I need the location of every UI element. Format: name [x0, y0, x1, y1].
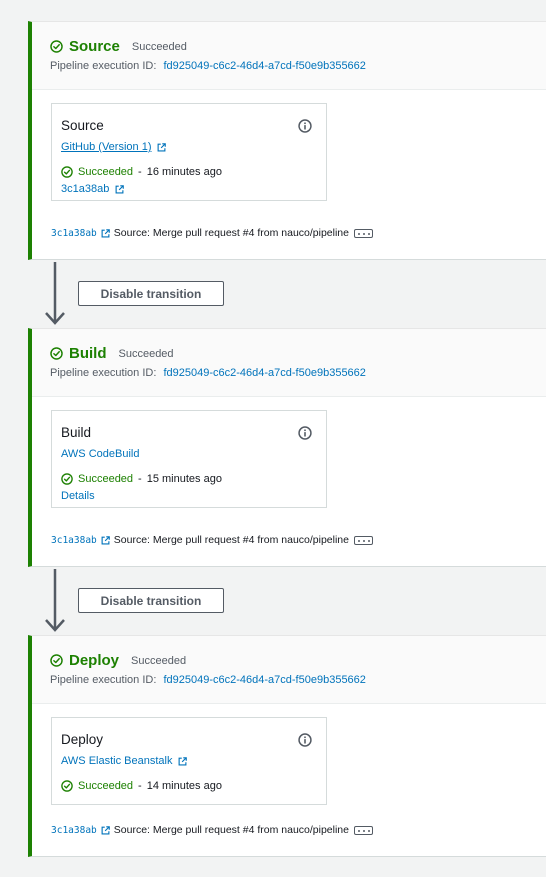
- provider-label: GitHub (Version 1): [61, 141, 152, 153]
- execution-id-row: Pipeline execution ID: fd925049-c6c2-46d…: [50, 674, 366, 686]
- success-check-icon: [61, 166, 73, 178]
- stage-build: Build Succeeded Pipeline execution ID: f…: [28, 328, 546, 567]
- stage-title-row: Deploy Succeeded: [50, 652, 186, 669]
- stage-name: Build: [69, 345, 107, 362]
- stage-header: Build Succeeded Pipeline execution ID: f…: [32, 329, 546, 397]
- action-name: Deploy: [61, 732, 104, 747]
- provider-label: AWS CodeBuild: [61, 448, 140, 460]
- execution-id-link[interactable]: fd925049-c6c2-46d4-a7cd-f50e9b355662: [163, 674, 366, 686]
- commit-message: Source: Merge pull request #4 from nauco…: [113, 534, 349, 546]
- separator: -: [138, 780, 142, 792]
- stage-name: Source: [69, 38, 120, 55]
- action-status-row: Succeeded - 16 minutes ago: [61, 166, 222, 178]
- stage-source: Source Succeeded Pipeline execution ID: …: [28, 21, 546, 260]
- action-status: Succeeded: [78, 166, 134, 178]
- stage-status: Succeeded: [131, 40, 187, 53]
- execution-id-link[interactable]: fd925049-c6c2-46d4-a7cd-f50e9b355662: [163, 60, 366, 72]
- action-name: Source: [61, 118, 104, 133]
- stage-status: Succeeded: [131, 654, 187, 667]
- provider-label: AWS Elastic Beanstalk: [61, 755, 173, 767]
- disable-transition-button[interactable]: Disable transition: [78, 588, 224, 613]
- action-time-ago: 14 minutes ago: [146, 780, 222, 792]
- stage-title-row: Source Succeeded: [50, 38, 187, 55]
- arrow-down-icon: [45, 569, 65, 632]
- commit-summary-row: 3c1a38ab Source: Merge pull request #4 f…: [51, 824, 373, 836]
- commit-summary-row: 3c1a38ab Source: Merge pull request #4 f…: [51, 534, 373, 546]
- commit-id-link[interactable]: 3c1a38ab: [51, 534, 97, 546]
- stage-deploy: Deploy Succeeded Pipeline execution ID: …: [28, 635, 546, 857]
- stage-title-row: Build Succeeded: [50, 345, 174, 362]
- external-link-icon: [101, 536, 110, 545]
- success-check-icon: [50, 40, 63, 53]
- success-check-icon: [50, 347, 63, 360]
- commit-message: Source: Merge pull request #4 from nauco…: [113, 824, 349, 836]
- action-status-row: Succeeded - 15 minutes ago: [61, 473, 222, 485]
- action-card-deploy: Deploy AWS Elastic Beanstalk Succeeded -…: [51, 717, 327, 805]
- commit-message: Source: Merge pull request #4 from nauco…: [113, 227, 349, 239]
- separator: -: [138, 166, 142, 178]
- action-status: Succeeded: [78, 473, 134, 485]
- more-icon[interactable]: [354, 535, 373, 545]
- stage-name: Deploy: [69, 652, 120, 669]
- more-icon[interactable]: [354, 228, 373, 238]
- details-link[interactable]: Details: [61, 490, 95, 502]
- external-link-icon: [178, 757, 187, 766]
- execution-id-link[interactable]: fd925049-c6c2-46d4-a7cd-f50e9b355662: [163, 367, 366, 379]
- transition-build-deploy: Disable transition: [0, 567, 546, 637]
- stage-header: Source Succeeded Pipeline execution ID: …: [32, 22, 546, 90]
- commit-summary-row: 3c1a38ab Source: Merge pull request #4 f…: [51, 227, 373, 239]
- success-check-icon: [61, 473, 73, 485]
- info-icon[interactable]: [298, 426, 312, 440]
- action-time-ago: 15 minutes ago: [146, 473, 222, 485]
- action-status-row: Succeeded - 14 minutes ago: [61, 780, 222, 792]
- execution-id-label: Pipeline execution ID:: [50, 367, 157, 379]
- provider-link[interactable]: GitHub (Version 1): [61, 141, 166, 153]
- separator: -: [138, 473, 142, 485]
- action-card-source: Source GitHub (Version 1) Succeeded - 16…: [51, 103, 327, 201]
- external-link-icon: [115, 185, 124, 194]
- disable-transition-button[interactable]: Disable transition: [78, 281, 224, 306]
- commit-link[interactable]: 3c1a38ab: [61, 183, 124, 195]
- execution-id-label: Pipeline execution ID:: [50, 60, 157, 72]
- external-link-icon: [157, 143, 166, 152]
- action-card-build: Build AWS CodeBuild Succeeded - 15 minut…: [51, 410, 327, 508]
- arrow-down-icon: [45, 262, 65, 325]
- action-time-ago: 16 minutes ago: [146, 166, 222, 178]
- transition-source-build: Disable transition: [0, 260, 546, 330]
- action-name: Build: [61, 425, 92, 440]
- success-check-icon: [50, 654, 63, 667]
- stage-header: Deploy Succeeded Pipeline execution ID: …: [32, 636, 546, 704]
- commit-link-label: 3c1a38ab: [61, 183, 110, 195]
- details-link-label: Details: [61, 490, 95, 502]
- external-link-icon: [101, 826, 110, 835]
- commit-id-link[interactable]: 3c1a38ab: [51, 824, 97, 836]
- action-status: Succeeded: [78, 780, 134, 792]
- execution-id-label: Pipeline execution ID:: [50, 674, 157, 686]
- provider-link[interactable]: AWS CodeBuild: [61, 448, 139, 460]
- execution-id-row: Pipeline execution ID: fd925049-c6c2-46d…: [50, 60, 366, 72]
- provider-link[interactable]: AWS Elastic Beanstalk: [61, 755, 187, 767]
- success-check-icon: [61, 780, 73, 792]
- info-icon[interactable]: [298, 119, 312, 133]
- more-icon[interactable]: [354, 825, 373, 835]
- execution-id-row: Pipeline execution ID: fd925049-c6c2-46d…: [50, 367, 366, 379]
- external-link-icon: [101, 229, 110, 238]
- info-icon[interactable]: [298, 733, 312, 747]
- stage-status: Succeeded: [118, 347, 174, 360]
- commit-id-link[interactable]: 3c1a38ab: [51, 227, 97, 239]
